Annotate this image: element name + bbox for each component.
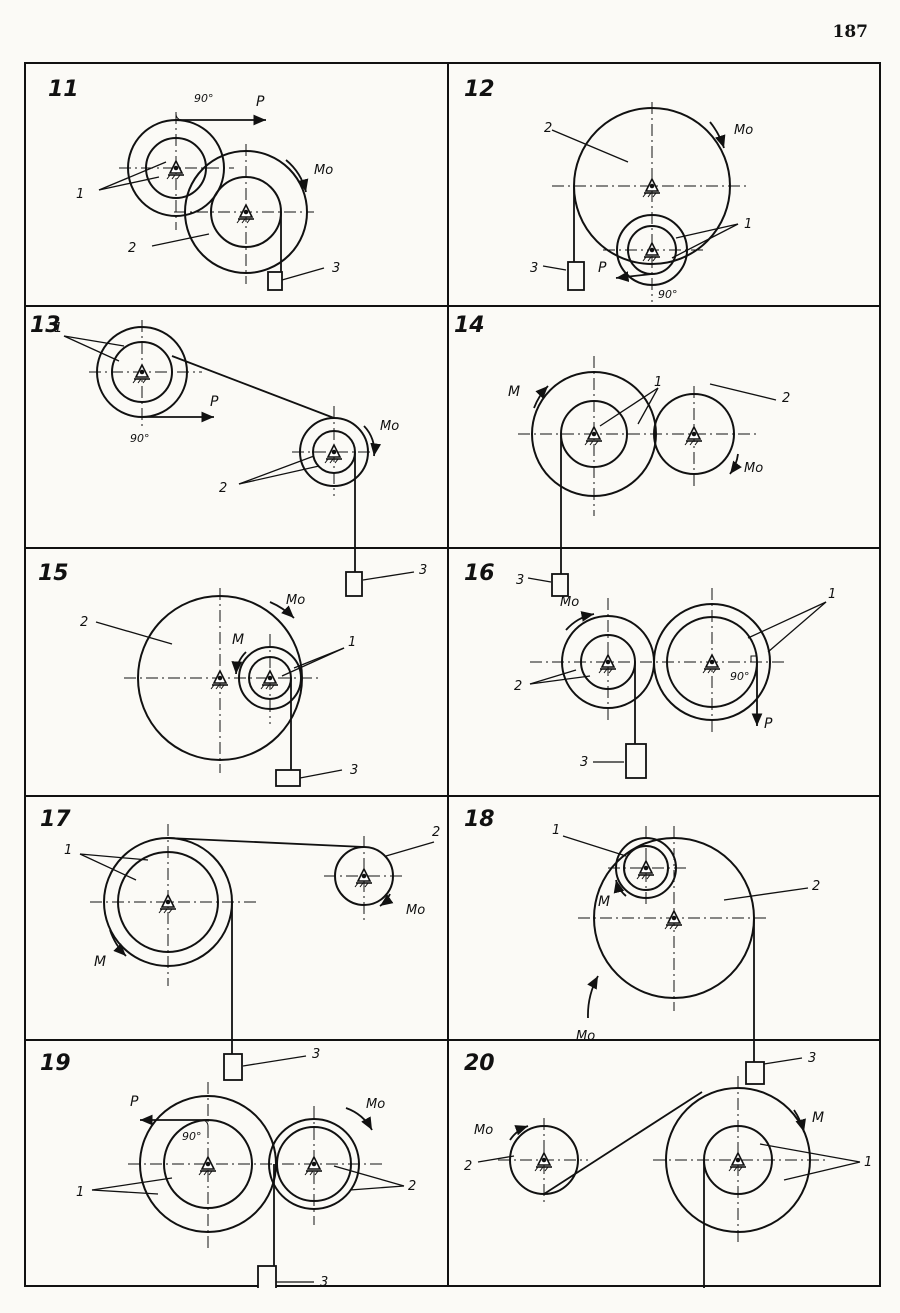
moment-label: Mo (576, 1029, 595, 1044)
label-1: 1 (54, 321, 62, 336)
panel-number: 15 (38, 561, 69, 586)
moment-label: Mo (366, 1097, 385, 1112)
panel-13: 13 P 90° Mo 3 1 2 (30, 313, 427, 597)
angle-label: 90° (730, 670, 750, 683)
panel-14: 14 M Mo 3 1 2 (454, 313, 790, 597)
problem-sheet: 11 90° P Mo 3 1 2 12 (24, 62, 881, 1288)
label-1: 1 (744, 217, 752, 232)
moment-label: Mo (744, 461, 763, 476)
angle-label: 90° (182, 1130, 202, 1143)
label-2: 2 (80, 615, 88, 630)
label-1: 1 (76, 1185, 84, 1200)
force-label-p: P (764, 716, 773, 732)
label-3: 3 (350, 763, 358, 778)
panel-number: 14 (454, 313, 485, 338)
force-label-p: P (130, 1094, 139, 1110)
force-label-p: P (598, 260, 607, 276)
panel-number: 20 (464, 1051, 495, 1076)
panel-18: 18 3 M Mo 1 2 (464, 807, 820, 1085)
label-3: 3 (320, 1275, 328, 1288)
label-1: 1 (76, 187, 84, 202)
panel-16: 16 Mo 90° P 3 2 1 (464, 561, 836, 779)
panel-12: 12 Mo 3 P 90° 2 1 (464, 77, 753, 302)
label-2: 2 (128, 241, 136, 256)
label-2: 2 (782, 391, 790, 406)
moment-label: Mo (474, 1123, 493, 1138)
moment-label: Mo (314, 163, 333, 178)
panel-19: 19 P 90° Mo 3 1 2 (40, 1051, 416, 1288)
panel-number: 16 (464, 561, 495, 586)
grid-frame (24, 62, 881, 1287)
force-label-p: P (256, 94, 265, 110)
label-3: 3 (808, 1051, 816, 1066)
label-1: 1 (828, 587, 836, 602)
label-3: 3 (419, 563, 427, 578)
label-2: 2 (464, 1159, 472, 1174)
panel-number: 17 (40, 807, 71, 832)
label-2: 2 (544, 121, 552, 136)
label-3: 3 (516, 573, 524, 588)
moment-label-m: M (94, 954, 106, 970)
label-2: 2 (219, 481, 227, 496)
moment-label-m: M (232, 632, 244, 648)
panel-11: 11 90° P Mo 3 1 2 (48, 77, 340, 291)
moment-label: Mo (286, 593, 305, 608)
label-3: 3 (312, 1047, 320, 1062)
page-number: 187 (832, 22, 869, 42)
angle-label: 90° (194, 92, 214, 105)
moment-label: Mo (380, 419, 399, 434)
force-label-p: P (210, 394, 219, 410)
label-3: 3 (530, 261, 538, 276)
panel-number: 13 (30, 313, 61, 338)
moment-label: Mo (406, 903, 425, 918)
label-1: 1 (864, 1155, 872, 1170)
panel-number: 19 (40, 1051, 71, 1076)
angle-label: 90° (658, 288, 678, 301)
label-3: 3 (332, 261, 340, 276)
label-1: 1 (64, 843, 72, 858)
moment-label: Mo (560, 595, 579, 610)
angle-label: 90° (130, 432, 150, 445)
label-2: 2 (432, 825, 440, 840)
label-1: 1 (348, 635, 356, 650)
panel-number: 12 (464, 77, 495, 102)
panel-20: 20 Mo M 3 2 1 (464, 1051, 872, 1288)
label-2: 2 (812, 879, 820, 894)
label-1: 1 (552, 823, 560, 838)
panel-number: 11 (48, 77, 79, 102)
moment-label: Mo (734, 123, 753, 138)
label-3: 3 (580, 755, 588, 770)
label-2: 2 (408, 1179, 416, 1194)
label-1: 1 (654, 375, 662, 390)
label-2: 2 (514, 679, 522, 694)
panel-17: 17 3 Mo M 1 2 (40, 807, 440, 1081)
panel-15: 15 Mo M 3 2 1 (38, 561, 358, 787)
moment-label-m: M (508, 384, 520, 400)
panel-number: 18 (464, 807, 495, 832)
moment-label-m: M (598, 894, 610, 910)
moment-label-m: M (812, 1110, 824, 1126)
